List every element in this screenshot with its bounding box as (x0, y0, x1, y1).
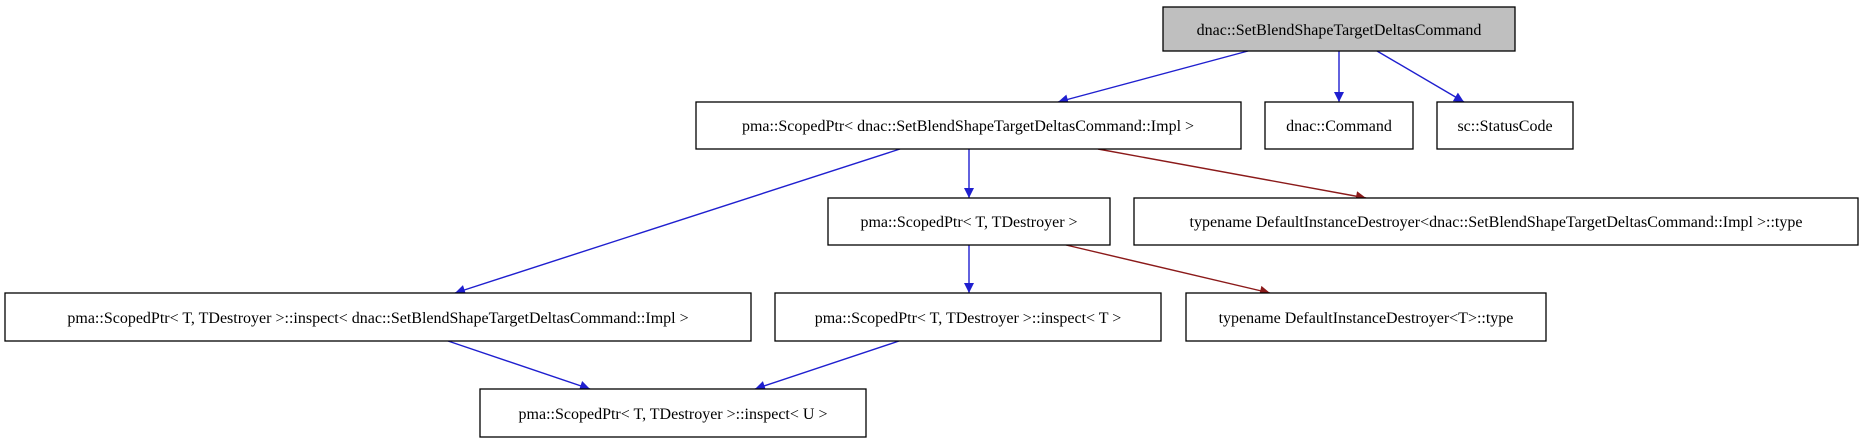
edge-root-to-scoped-impl (1057, 50, 1249, 105)
node-inspect-t[interactable]: pma::ScopedPtr< T, TDestroyer >::inspect… (774, 292, 1162, 342)
node-inspect-u-label: pma::ScopedPtr< T, TDestroyer >::inspect… (519, 406, 828, 423)
edge-scoped-generic-to-destroyer-t-type (1065, 244, 1271, 296)
node-root-label: dnac::SetBlendShapeTargetDeltasCommand (1197, 22, 1482, 39)
node-scoped-generic[interactable]: pma::ScopedPtr< T, TDestroyer > (827, 197, 1111, 246)
node-destroyer-t-type[interactable]: typename DefaultInstanceDestroyer<T>::ty… (1185, 292, 1547, 342)
node-status-code-label: sc::StatusCode (1457, 118, 1552, 135)
node-inspect-u[interactable]: pma::ScopedPtr< T, TDestroyer >::inspect… (479, 388, 867, 438)
node-destroyer-impl-type[interactable]: typename DefaultInstanceDestroyer<dnac::… (1133, 197, 1859, 246)
node-destroyer-impl-type-label: typename DefaultInstanceDestroyer<dnac::… (1190, 214, 1803, 231)
nodes-layer: dnac::SetBlendShapeTargetDeltasCommand p… (4, 6, 1859, 438)
node-root[interactable]: dnac::SetBlendShapeTargetDeltasCommand (1162, 6, 1516, 52)
edge-scoped-impl-to-destroyer-impl-type (1097, 148, 1367, 202)
node-scoped-generic-label: pma::ScopedPtr< T, TDestroyer > (860, 214, 1077, 231)
node-inspect-impl-label: pma::ScopedPtr< T, TDestroyer >::inspect… (67, 310, 688, 327)
edges-layer (447, 50, 1465, 391)
edge-scoped-impl-to-inspect-impl (454, 148, 901, 295)
node-status-code[interactable]: sc::StatusCode (1436, 101, 1574, 150)
edge-inspect-impl-to-inspect-u (447, 340, 591, 391)
edge-inspect-t-to-inspect-u (754, 340, 900, 391)
edge-root-to-status-code (1376, 50, 1465, 103)
node-inspect-impl[interactable]: pma::ScopedPtr< T, TDestroyer >::inspect… (4, 292, 752, 342)
node-command[interactable]: dnac::Command (1264, 101, 1414, 150)
node-inspect-t-label: pma::ScopedPtr< T, TDestroyer >::inspect… (815, 310, 1122, 327)
node-scoped-impl[interactable]: pma::ScopedPtr< dnac::SetBlendShapeTarge… (695, 101, 1242, 150)
node-destroyer-t-type-label: typename DefaultInstanceDestroyer<T>::ty… (1219, 310, 1514, 327)
node-scoped-impl-label: pma::ScopedPtr< dnac::SetBlendShapeTarge… (742, 118, 1194, 135)
node-command-label: dnac::Command (1286, 118, 1392, 135)
